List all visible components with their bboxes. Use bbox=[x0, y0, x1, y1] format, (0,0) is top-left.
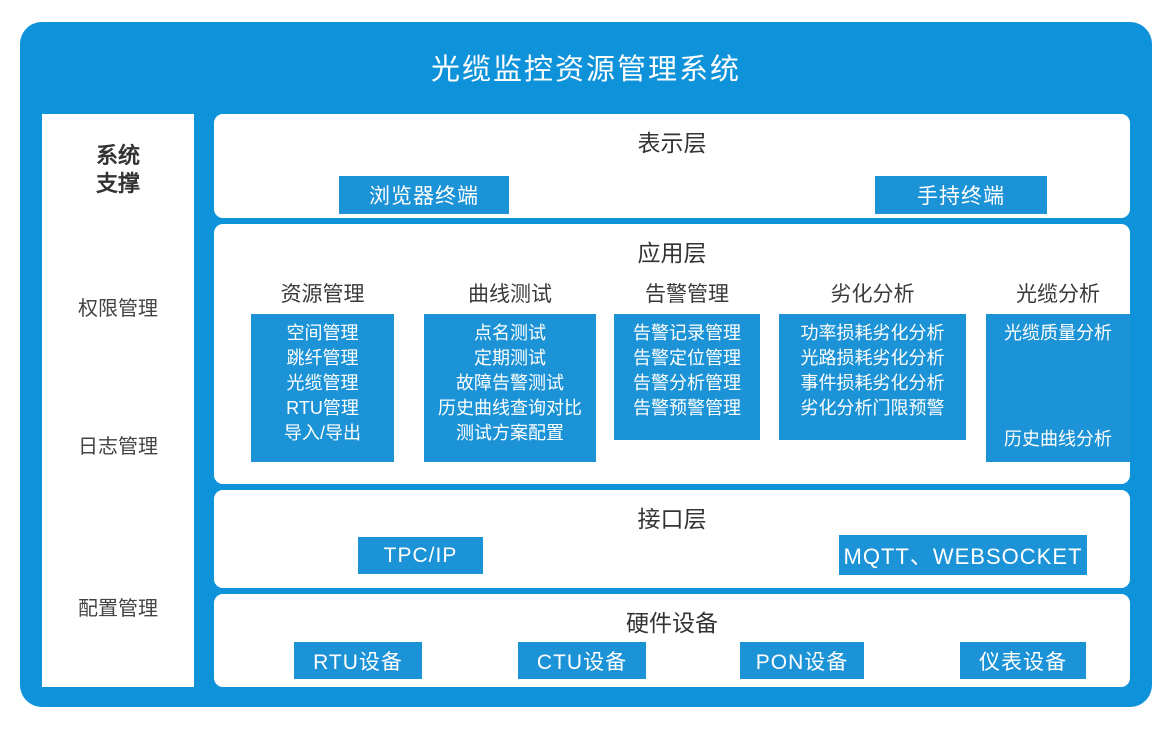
hardware-layer-panel: 硬件设备 RTU设备 CTU设备 PON设备 仪表设备 bbox=[214, 594, 1130, 687]
sidebar-title: 系统 支撑 bbox=[42, 142, 194, 198]
chip-handheld-terminal[interactable]: 手持终端 bbox=[875, 176, 1047, 214]
application-layer-panel: 应用层 资源管理 空间管理 跳纤管理 光缆管理 RTU管理 导入/导出 曲线测试 bbox=[214, 224, 1130, 484]
app-column-header: 告警管理 bbox=[645, 283, 729, 306]
sidebar-title-line2: 支撑 bbox=[95, 171, 140, 196]
list-item[interactable]: 导入/导出 bbox=[283, 423, 361, 443]
list-item[interactable]: RTU管理 bbox=[286, 398, 359, 418]
list-item[interactable]: 跳纤管理 bbox=[286, 348, 359, 368]
app-column-cable-analysis: 光缆分析 光缆质量分析 历史曲线分析 bbox=[986, 280, 1130, 462]
list-item[interactable]: 告警分析管理 bbox=[633, 373, 741, 393]
chip-browser-terminal[interactable]: 浏览器终端 bbox=[339, 176, 509, 214]
interface-layer-panel: 接口层 TPC/IP MQTT、WEBSOCKET bbox=[214, 490, 1130, 588]
sidebar-item-permission[interactable]: 权限管理 bbox=[78, 298, 158, 320]
app-column-header: 曲线测试 bbox=[468, 283, 552, 306]
app-column-resource-management: 资源管理 空间管理 跳纤管理 光缆管理 RTU管理 导入/导出 bbox=[251, 280, 394, 462]
chip-pon-device[interactable]: PON设备 bbox=[740, 642, 864, 679]
app-column-header: 劣化分析 bbox=[830, 283, 915, 306]
page-title: 光缆监控资源管理系统 bbox=[430, 54, 741, 86]
presentation-layer-panel: 表示层 浏览器终端 手持终端 bbox=[214, 114, 1130, 218]
list-item[interactable]: 历史曲线查询对比 bbox=[438, 398, 582, 418]
app-column-degradation-analysis: 劣化分析 功率损耗劣化分析 光路损耗劣化分析 事件损耗劣化分析 劣化分析门限预警 bbox=[779, 280, 966, 440]
list-item[interactable]: 告警定位管理 bbox=[633, 348, 741, 368]
app-column-alarm-management: 告警管理 告警记录管理 告警定位管理 告警分析管理 告警预警管理 bbox=[614, 280, 760, 440]
list-item[interactable]: 劣化分析门限预警 bbox=[800, 398, 945, 418]
app-column-curve-test: 曲线测试 点名测试 定期测试 故障告警测试 历史曲线查询对比 测试方案配置 bbox=[424, 280, 596, 462]
app-column-items: 功率损耗劣化分析 光路损耗劣化分析 事件损耗劣化分析 劣化分析门限预警 bbox=[779, 314, 966, 440]
hardware-layer-title: 硬件设备 bbox=[626, 610, 718, 636]
list-item[interactable]: 告警预警管理 bbox=[633, 398, 741, 418]
sidebar-title-line1: 系统 bbox=[95, 143, 140, 168]
application-layer-title: 应用层 bbox=[637, 240, 707, 266]
app-column-header: 光缆分析 bbox=[1016, 283, 1100, 306]
app-column-items: 点名测试 定期测试 故障告警测试 历史曲线查询对比 测试方案配置 bbox=[424, 314, 596, 462]
chip-tcp-ip[interactable]: TPC/IP bbox=[358, 537, 483, 574]
sidebar-item-log[interactable]: 日志管理 bbox=[78, 436, 158, 458]
app-column-header: 资源管理 bbox=[280, 283, 365, 306]
app-column-items: 空间管理 跳纤管理 光缆管理 RTU管理 导入/导出 bbox=[251, 314, 394, 462]
app-column-items: 告警记录管理 告警定位管理 告警分析管理 告警预警管理 bbox=[614, 314, 760, 440]
list-item[interactable]: 定期测试 bbox=[474, 348, 546, 368]
list-item[interactable]: 故障告警测试 bbox=[456, 373, 564, 393]
app-column-items: 光缆质量分析 历史曲线分析 bbox=[986, 314, 1130, 462]
list-item[interactable]: 历史曲线分析 bbox=[1004, 429, 1112, 449]
sidebar-system-support: 系统 支撑 权限管理 日志管理 配置管理 bbox=[42, 114, 194, 687]
interface-layer-title: 接口层 bbox=[637, 506, 707, 532]
system-architecture-frame: 光缆监控资源管理系统 系统 支撑 权限管理 日志管理 配置管理 表示层 浏览器终… bbox=[20, 22, 1152, 707]
list-item[interactable]: 测试方案配置 bbox=[456, 423, 564, 443]
list-item[interactable]: 告警记录管理 bbox=[633, 323, 741, 343]
list-item[interactable]: 点名测试 bbox=[474, 323, 546, 343]
application-layer-columns: 资源管理 空间管理 跳纤管理 光缆管理 RTU管理 导入/导出 曲线测试 点名测… bbox=[214, 280, 1130, 480]
chip-rtu-device[interactable]: RTU设备 bbox=[294, 642, 422, 679]
list-item[interactable]: 光缆质量分析 bbox=[1004, 323, 1112, 343]
presentation-layer-title: 表示层 bbox=[637, 130, 707, 156]
chip-mqtt-websocket[interactable]: MQTT、WEBSOCKET bbox=[839, 535, 1087, 575]
list-item[interactable]: 光缆管理 bbox=[286, 373, 359, 393]
chip-ctu-device[interactable]: CTU设备 bbox=[518, 642, 646, 679]
list-item[interactable]: 功率损耗劣化分析 bbox=[800, 323, 945, 343]
list-item[interactable]: 空间管理 bbox=[286, 323, 359, 343]
chip-meter-device[interactable]: 仪表设备 bbox=[960, 642, 1086, 679]
list-item[interactable]: 事件损耗劣化分析 bbox=[800, 373, 945, 393]
sidebar-item-config[interactable]: 配置管理 bbox=[78, 598, 158, 620]
list-item[interactable]: 光路损耗劣化分析 bbox=[800, 348, 945, 368]
